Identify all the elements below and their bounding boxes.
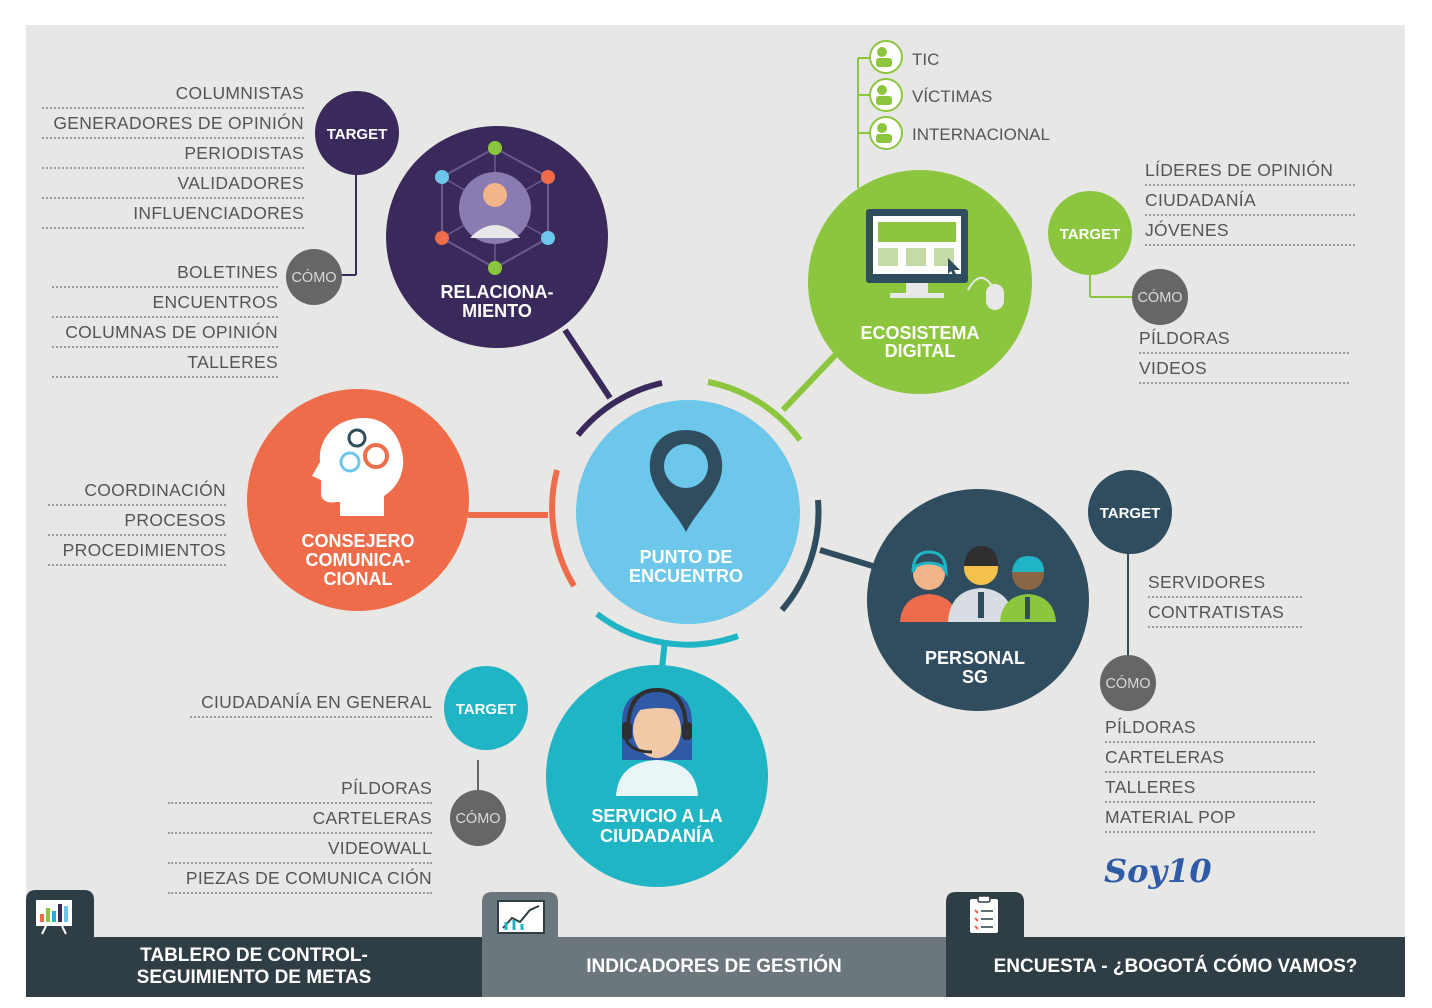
servicio-como-item: CARTELERAS — [168, 807, 432, 834]
connector-ecosistema — [780, 347, 843, 413]
relacionamiento-target-item: COLUMNISTAS — [42, 82, 304, 109]
center-title-line2: ENCUENTRO — [629, 566, 743, 586]
network-person-icon — [435, 141, 555, 275]
ecosistema-target-text: TARGET — [1060, 226, 1121, 243]
personal-como-item: MATERIAL POP — [1105, 806, 1315, 833]
ecosistema-target-item: LÍDERES DE OPINIÓN — [1145, 159, 1355, 186]
relacionamiento-como-item: BOLETINES — [52, 261, 278, 288]
consejero-title-line3: CIONAL — [324, 569, 393, 589]
ecosistema-channel-item: VÍCTIMAS — [912, 87, 993, 106]
ecosistema-channel-item: TIC — [912, 50, 940, 69]
ecosistema-como-item: PÍLDORAS — [1139, 327, 1349, 354]
personal-target-item: CONTRATISTAS — [1148, 601, 1302, 628]
ecosistema-target-badge — [1048, 191, 1132, 275]
channel-user-icon — [869, 78, 903, 112]
servicio-como-item: PIEZAS DE COMUNICA CIÓN — [168, 867, 432, 894]
consejero-title-line1: CONSEJERO — [301, 531, 414, 551]
personal-title-line2: SG — [962, 667, 988, 687]
servicio-target-badge — [444, 666, 528, 750]
personal-target-text: TARGET — [1100, 505, 1161, 522]
relacionamiento-como-item: TALLERES — [52, 351, 278, 378]
connector-relacionamiento — [562, 328, 613, 400]
relacionamiento-como-item: ENCUENTROS — [52, 291, 278, 318]
personal-target-item: SERVIDORES — [1148, 571, 1302, 598]
head-gears-icon — [312, 418, 404, 516]
ecosistema-target-item: JÓVENES — [1145, 219, 1355, 246]
footer-indicadores-gestion[interactable]: INDICADORES DE GESTIÓN — [482, 937, 946, 997]
servicio-target-text: TARGET — [456, 701, 517, 718]
relacionamiento-target-badge — [315, 91, 399, 175]
personal-como-text: CÓMO — [1105, 675, 1150, 692]
servicio-como-text: CÓMO — [455, 810, 500, 827]
relacionamiento-target-item: GENERADORES DE OPINIÓN — [42, 112, 304, 139]
connector-personal — [819, 547, 877, 570]
ecosistema-title-line1: ECOSISTEMA — [860, 323, 979, 343]
personal-como-item: PÍLDORAS — [1105, 716, 1315, 743]
relacionamiento-title-line1: RELACIONA- — [441, 282, 554, 302]
footer-middle-label: INDICADORES DE GESTIÓN — [586, 956, 842, 977]
channel-user-icon — [869, 40, 903, 74]
relacionamiento-title-line2: MIENTO — [462, 301, 532, 321]
servicio-como-item: VIDEOWALL — [168, 837, 432, 864]
servicio-title-line2: CIUDADANÍA — [600, 825, 714, 846]
computer-monitor-icon — [866, 209, 1004, 310]
soy10-logo: Soy10 — [1104, 852, 1212, 890]
line-chart-monitor-icon — [497, 900, 545, 934]
consejero-item: COORDINACIÓN — [48, 479, 226, 506]
relacionamiento-target-text: TARGET — [327, 126, 388, 143]
footer-left-line2: SEGUIMIENTO DE METAS — [136, 967, 372, 988]
arc-consejero — [549, 469, 577, 588]
arc-personal — [779, 499, 822, 612]
footer-left-line1: TABLERO DE CONTROL- — [140, 945, 368, 966]
ecosistema-channel-item: INTERNACIONAL — [912, 125, 1050, 144]
personal-como-item: TALLERES — [1105, 776, 1315, 803]
servicio-como-badge — [450, 790, 506, 846]
channel-user-icon — [869, 116, 903, 150]
ecosistema-title-line2: DIGITAL — [885, 341, 956, 361]
bar-chart-icon — [36, 900, 72, 935]
consejero-item: PROCESOS — [48, 509, 226, 536]
relacionamiento-target-item: PERIODISTAS — [42, 142, 304, 169]
footer-encuesta-bogota[interactable]: ENCUESTA - ¿BOGOTÁ CÓMO VAMOS? — [946, 937, 1405, 997]
servicio-target-item: CIUDADANÍA EN GENERAL — [190, 691, 432, 718]
footer-tablero-control[interactable]: TABLERO DE CONTROL- SEGUIMIENTO DE METAS — [26, 937, 482, 997]
relacionamiento-target-item: INFLUENCIADORES — [42, 202, 304, 229]
footer-right-label: ENCUESTA - ¿BOGOTÁ CÓMO VAMOS? — [993, 956, 1358, 977]
ecosistema-como-text: CÓMO — [1137, 289, 1182, 306]
center-title-line1: PUNTO DE — [640, 547, 733, 567]
arc-relacionamiento — [575, 380, 663, 437]
arc-ecosistema — [707, 379, 803, 442]
people-group-icon — [900, 546, 1056, 622]
relacionamiento-como-badge — [286, 249, 342, 305]
relacionamiento-como-text: CÓMO — [291, 269, 336, 286]
relacionamiento-target-item: VALIDADORES — [42, 172, 304, 199]
personal-como-item: CARTELERAS — [1105, 746, 1315, 773]
ecosistema-como-badge — [1132, 269, 1188, 325]
ecosistema-como-item: VIDEOS — [1139, 357, 1349, 384]
ecosistema-target-item: CIUDADANÍA — [1145, 189, 1355, 216]
servicio-title-line1: SERVICIO A LA — [591, 806, 722, 826]
relacionamiento-como-item: COLUMNAS DE OPINIÓN — [52, 321, 278, 348]
personal-como-badge — [1100, 655, 1156, 711]
map-pin-icon — [649, 430, 723, 532]
consejero-item: PROCEDIMIENTOS — [48, 539, 226, 566]
arc-servicio — [595, 611, 740, 648]
servicio-como-item: PÍLDORAS — [168, 777, 432, 804]
personal-title-line1: PERSONAL — [925, 648, 1025, 668]
clipboard-checklist-icon — [970, 895, 998, 933]
personal-target-badge — [1088, 470, 1172, 554]
headset-agent-icon — [616, 687, 698, 796]
consejero-title-line2: COMUNICA- — [306, 550, 411, 570]
